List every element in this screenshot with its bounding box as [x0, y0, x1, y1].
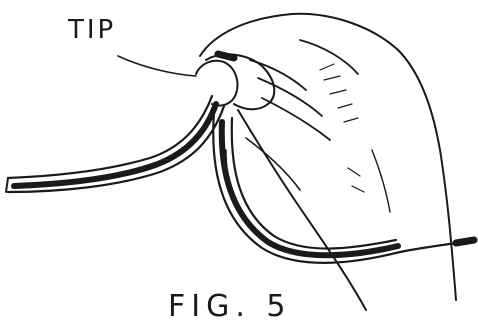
cable-left	[6, 96, 224, 192]
figure-caption: FIG. 5	[168, 289, 292, 320]
tip-label: TIP	[67, 15, 116, 45]
cable-tip	[218, 54, 234, 58]
tip-leader-line	[118, 56, 196, 76]
hand	[196, 14, 456, 310]
